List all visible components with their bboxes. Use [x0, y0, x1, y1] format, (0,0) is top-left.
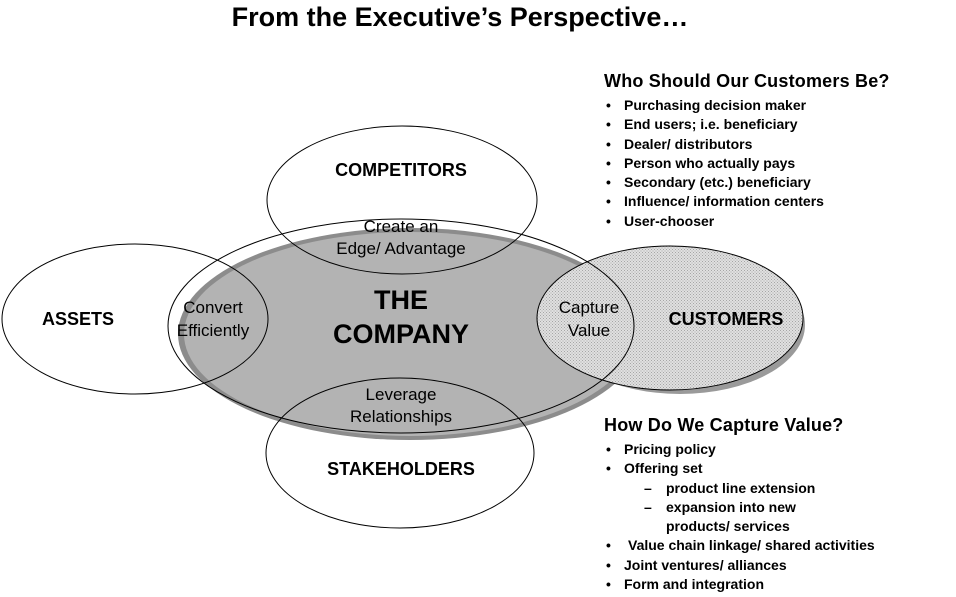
list-item-text: End users; i.e. beneficiary [624, 116, 798, 133]
company-label-line2: COMPANY [333, 319, 469, 349]
list-item: • Secondary (etc.) beneficiary [604, 173, 954, 192]
list-item-text: Joint ventures/ alliances [624, 556, 787, 573]
capture-value-panel: How Do We Capture Value? • Pricing policy… [604, 415, 954, 594]
customers-ellipse [536, 245, 804, 391]
list-item: • End users; i.e. beneficiary [604, 115, 954, 134]
bullet-icon: • [606, 193, 611, 210]
who-customers-heading: Who Should Our Customers Be? [604, 71, 890, 91]
bullet-icon: • [606, 460, 611, 477]
edge-label-line1: Create an [364, 217, 439, 236]
list-item: • Pricing policy [604, 440, 954, 459]
bullet-icon: • [606, 116, 611, 133]
leverage-label-line1: Leverage [366, 385, 437, 404]
bullet-icon: • [606, 537, 611, 554]
company-label-line1: THE [374, 285, 428, 315]
dash-icon: – [644, 498, 652, 515]
list-item: • Dealer/ distributors [604, 135, 954, 154]
bullet-icon: • [606, 556, 611, 573]
competitors-ellipse [266, 125, 538, 275]
sub-list-item: –product line extension [604, 479, 954, 498]
leverage-label-line2: Relationships [350, 407, 452, 426]
stakeholders-label: STAKEHOLDERS [327, 459, 475, 479]
list-item-text: Person who actually pays [624, 154, 796, 171]
convert-label-line1: Convert [183, 298, 243, 317]
list-item: • Purchasing decision maker [604, 96, 954, 115]
list-item: • User-chooser [604, 212, 954, 231]
sub-list-item-continuation: products/ services [604, 517, 954, 536]
list-item-text: product line extension [666, 479, 816, 496]
customers-label: CUSTOMERS [669, 309, 784, 329]
capture-value-list: • Pricing policy • Offering set –product l… [604, 440, 954, 594]
assets-ellipse [1, 243, 269, 395]
list-item-text: Pricing policy [624, 441, 716, 457]
list-item-text: Influence/ information centers [624, 193, 824, 210]
bullet-icon: • [606, 97, 611, 113]
list-item: • Joint ventures/ alliances [604, 556, 954, 575]
who-customers-list: • Purchasing decision maker • End users; i… [604, 96, 954, 231]
list-item: • Person who actually pays [604, 154, 954, 173]
bullet-icon: • [606, 154, 611, 171]
stakeholders-ellipse [265, 377, 535, 529]
list-item-text: products/ services [666, 518, 790, 535]
list-item-text: Form and integration [624, 576, 764, 593]
bullet-icon: • [606, 212, 611, 229]
list-item: • Form and integration [604, 575, 954, 594]
bullet-icon: • [606, 576, 611, 593]
list-item-text: Secondary (etc.) beneficiary [624, 174, 811, 191]
company-shadow-soft [184, 232, 636, 436]
list-item-text: Purchasing decision maker [624, 97, 807, 113]
who-customers-panel: Who Should Our Customers Be? • Purchasing… [604, 71, 954, 231]
list-item-text: expansion into new [666, 498, 796, 515]
list-item-text: User-chooser [624, 212, 715, 229]
list-item-text: Dealer/ distributors [624, 135, 753, 152]
capture-label-line2: Value [568, 321, 610, 340]
dash-icon: – [644, 479, 652, 496]
bullet-icon: • [606, 135, 611, 152]
assets-label: ASSETS [42, 309, 114, 329]
list-item: • Influence/ information centers [604, 192, 954, 211]
capture-label-line1: Capture [559, 298, 619, 317]
company-ellipse [167, 218, 635, 434]
edge-label-line2: Edge/ Advantage [336, 239, 466, 258]
list-item-text: Offering set [624, 460, 703, 477]
convert-label-line2: Efficiently [177, 321, 250, 340]
capture-value-heading: How Do We Capture Value? [604, 415, 844, 435]
competitors-label: COMPETITORS [335, 160, 467, 180]
list-item: • Value chain linkage/ shared activities [604, 536, 954, 555]
sub-list-item: –expansion into new [604, 498, 954, 517]
bullet-icon: • [606, 174, 611, 191]
bullet-icon: • [606, 441, 611, 457]
list-item: • Offering set [604, 459, 954, 478]
slide-title: From the Executive’s Perspective… [231, 2, 689, 32]
list-item-text: Value chain linkage/ shared activities [628, 537, 875, 554]
